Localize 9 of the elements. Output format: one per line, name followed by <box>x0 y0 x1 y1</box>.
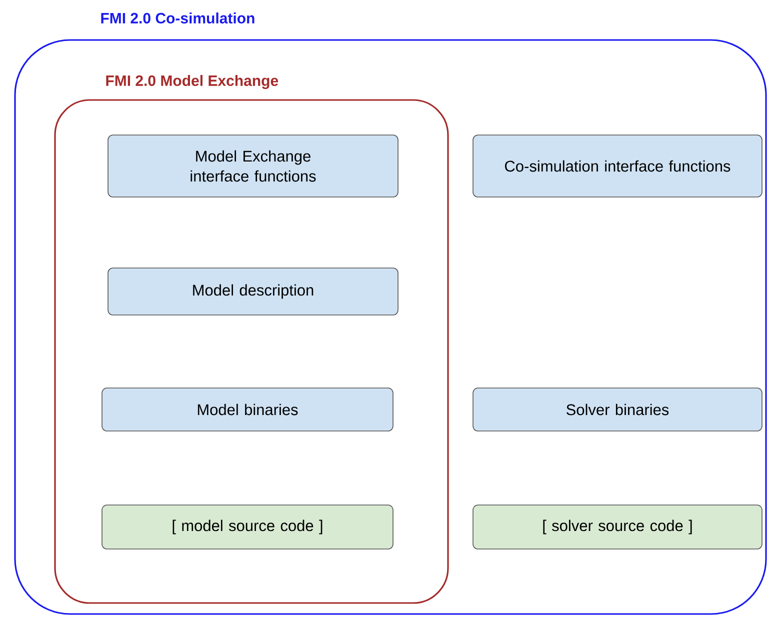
group-title: FMI 2.0 Model Exchange <box>106 74 278 90</box>
component-box: Model binaries <box>102 388 394 432</box>
component-box: Solver binaries <box>472 388 762 432</box>
component-box: Model description <box>108 268 398 316</box>
source-code-box: [ solver source code ] <box>472 504 762 550</box>
component-box: Model Exchange interface functions <box>108 134 398 198</box>
source-code-box: [ model source code ] <box>102 504 394 550</box>
group-title: FMI 2.0 Co-simulation <box>101 12 254 24</box>
component-box: Co-simulation interface functions <box>472 134 762 198</box>
